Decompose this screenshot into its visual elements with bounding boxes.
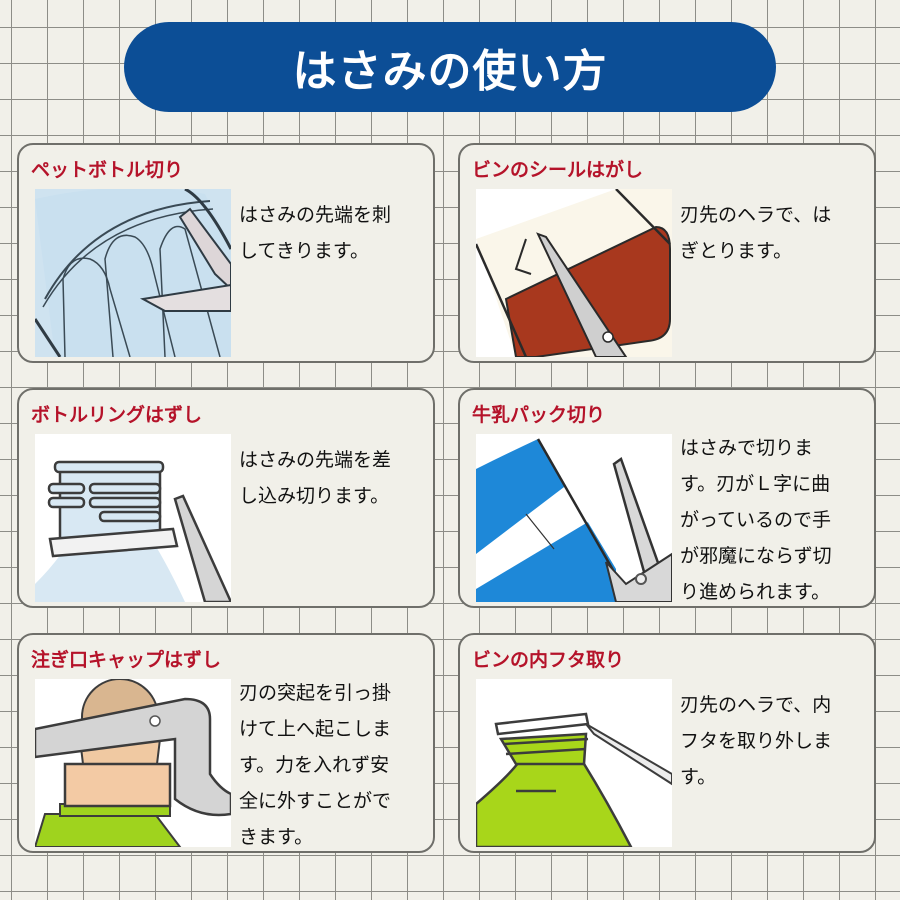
description-line: す。	[680, 766, 717, 788]
card-pet-bottle-cutting: ペットボトル切り はさみの先端を刺 してきります。	[17, 143, 435, 363]
description-line: り進められます。	[680, 581, 831, 603]
description-line: フタを取り外しま	[680, 730, 833, 752]
card-inner-lid-removal: ビンの内フタ取り 刃先のヘラで、内 フタを取り外しま す。	[458, 633, 876, 853]
bottle-label-peeling-illustration	[476, 189, 672, 357]
card-heading: ビンの内フタ取り	[472, 649, 625, 671]
pet-bottle-cutting-illustration	[35, 189, 231, 357]
card-heading: 注ぎ口キャップはずし	[31, 649, 222, 671]
card-bottle-label-peeling: ビンのシールはがし 刃先のヘラで、は ぎとります。	[458, 143, 876, 363]
card-description: はさみの先端を刺 してきります。	[239, 197, 429, 269]
description-line: 刃先のヘラで、内	[680, 694, 832, 716]
description-line: けて上へ起こしま	[239, 718, 392, 740]
card-description: はさみの先端を差 し込み切ります。	[239, 442, 429, 514]
card-milk-carton-cutting: 牛乳パック切り はさみで切りま す。刃がＬ字に曲 がっているので手 が邪魔になら…	[458, 388, 876, 608]
description-line: はさみの先端を刺	[239, 204, 392, 226]
card-spout-cap-removal: 注ぎ口キャップはずし 刃の突起を引っ掛 けて上へ起こしま す。力を入れず安 全に…	[17, 633, 435, 853]
card-description: 刃先のヘラで、内 フタを取り外しま す。	[680, 687, 870, 795]
page-title: はさみの使い方	[292, 46, 608, 97]
description-line: 刃先のヘラで、は	[680, 204, 832, 226]
description-line: 刃の突起を引っ掛	[239, 682, 392, 704]
description-line: がっているので手	[680, 509, 832, 531]
card-heading: ビンのシールはがし	[472, 159, 644, 181]
card-description: 刃の突起を引っ掛 けて上へ起こしま す。力を入れず安 全に外すことがで きます。	[239, 675, 429, 855]
description-line: はさみで切りま	[680, 437, 814, 459]
description-line: す。力を入れず安	[239, 754, 390, 776]
card-heading: 牛乳パック切り	[472, 404, 606, 426]
page-title-banner: はさみの使い方	[124, 22, 776, 112]
card-heading: ボトルリングはずし	[31, 404, 203, 426]
milk-carton-cutting-illustration	[476, 434, 672, 602]
description-line: し込み切ります。	[239, 485, 390, 507]
card-bottle-ring-removal: ボトルリングはずし はさみの先端を差 し込み切ります。	[17, 388, 435, 608]
card-description: はさみで切りま す。刃がＬ字に曲 がっているので手 が邪魔にならず切 り進められ…	[680, 430, 870, 610]
card-heading: ペットボトル切り	[31, 159, 184, 181]
description-line: してきります。	[239, 240, 369, 262]
spout-cap-removal-illustration	[35, 679, 231, 847]
description-line: はさみの先端を差	[239, 449, 392, 471]
description-line: が邪魔にならず切	[680, 545, 832, 567]
description-line: ぎとります。	[680, 240, 793, 262]
card-description: 刃先のヘラで、は ぎとります。	[680, 197, 870, 269]
description-line: きます。	[239, 826, 314, 848]
description-line: 全に外すことがで	[239, 790, 392, 812]
bottle-ring-removal-illustration	[35, 434, 231, 602]
description-line: す。刃がＬ字に曲	[680, 473, 831, 495]
inner-lid-removal-illustration	[476, 679, 672, 847]
